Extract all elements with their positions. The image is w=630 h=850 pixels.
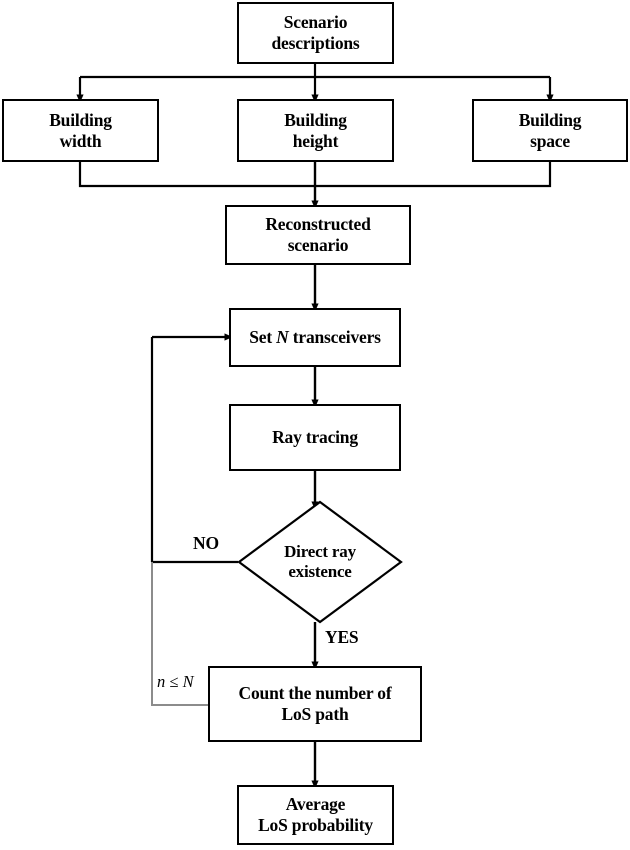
loop-var-N: N [182,672,194,691]
edge-label-no: NO [193,533,219,553]
node-direct-ray-existence-label: Direct ray existence [284,541,356,581]
edge-label-n-le-N: n ≤ N [157,672,194,692]
set-transceivers-variable-n: N [276,327,289,348]
node-ray-tracing-label: Ray tracing [272,427,358,448]
edge-merge-bar [78,162,552,188]
node-building-width-label: Building width [49,109,112,151]
node-building-height-label: Building height [284,109,347,151]
node-building-space[interactable]: Building space [472,99,628,162]
node-reconstructed-scenario[interactable]: Reconstructed scenario [225,205,411,265]
node-scenario-descriptions-label: Scenario descriptions [271,12,360,53]
node-average-los-probability[interactable]: Average LoS probability [237,785,394,845]
node-reconstructed-scenario-label: Reconstructed scenario [265,214,371,255]
node-average-los-probability-label: Average LoS probability [258,794,373,835]
node-building-width[interactable]: Building width [2,99,159,162]
node-scenario-descriptions[interactable]: Scenario descriptions [237,2,394,64]
node-count-los-path-label: Count the number of LoS path [238,683,392,724]
node-building-height[interactable]: Building height [237,99,394,162]
node-building-space-label: Building space [518,109,582,151]
node-set-transceivers-label: Set N transceivers [245,327,385,348]
diamond-shape [237,500,403,624]
node-set-transceivers[interactable]: Set N transceivers [229,308,401,367]
node-ray-tracing[interactable]: Ray tracing [229,404,401,471]
node-direct-ray-existence[interactable]: Direct ray existence [237,500,403,624]
loop-var-n: n [157,672,166,691]
loop-operator: ≤ [165,672,183,691]
set-transceivers-text-after: transceivers [288,327,381,348]
node-count-los-path[interactable]: Count the number of LoS path [208,666,422,742]
edge-label-yes: YES [325,627,359,647]
set-transceivers-text-before: Set [249,327,277,348]
